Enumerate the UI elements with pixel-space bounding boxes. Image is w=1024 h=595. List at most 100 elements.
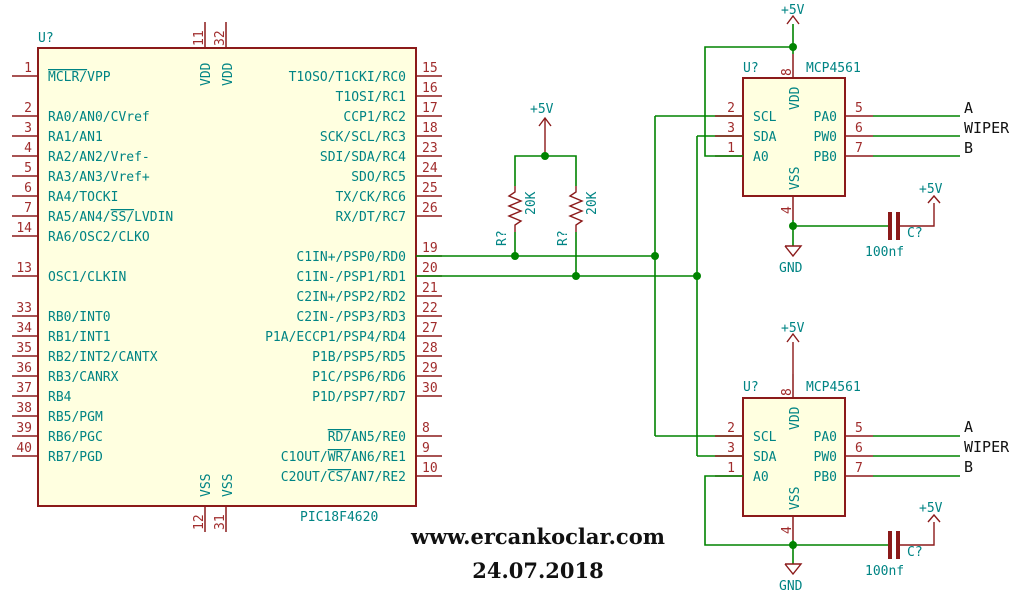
pic-pin-num-39: 39 (16, 421, 32, 436)
pot2-pin-num-5: 5 (855, 421, 863, 436)
pic-pin-name-rb7-pgd: RB7/PGD (48, 450, 103, 465)
pic-pin-num-13: 13 (16, 261, 32, 276)
pic-pin-name-c1out-wr-an6-re1: C1OUT/WR/AN6/RE1 (281, 450, 406, 465)
pot1-body (742, 77, 846, 197)
pic-pin-num-31: 31 (213, 514, 228, 530)
pic-pin-name-p1b-psp5-rd5: P1B/PSP5/RD5 (312, 350, 406, 365)
pot1-pin-num-2: 2 (727, 101, 735, 116)
pot1-cap-ref: C? (907, 226, 923, 241)
pic-pin-num-19: 19 (422, 241, 438, 256)
pic-pin-name-tx-ck-rc6: TX/CK/RC6 (336, 190, 406, 205)
pic-pin-num-35: 35 (16, 341, 32, 356)
pic-pin-name-rd-an5-re0: RD/AN5/RE0 (328, 430, 406, 445)
pic-pin-name-sdo-rc5: SDO/RC5 (351, 170, 406, 185)
resistor-r1-value: 20K (524, 191, 539, 215)
i2c-bus-wires (416, 115, 743, 457)
pot2-pin-name-sda: SDA (753, 450, 777, 465)
pic-vss-pins: 12 31 VSS VSS (192, 474, 236, 532)
pic-pin-num-6: 6 (24, 181, 32, 196)
pic-pin-num-26: 26 (422, 201, 438, 216)
pic-pin-num-16: 16 (422, 81, 438, 96)
pot1-pin-num-vss: 4 (780, 206, 795, 214)
pic-pin-num-5: 5 (24, 161, 32, 176)
pot2-pin-num-1: 1 (727, 461, 735, 476)
wire-pot2-cap (900, 522, 935, 546)
pic-pin-num-23: 23 (422, 141, 438, 156)
pic-pin-name-c2in-psp3-rd3: C2IN-/PSP3/RD3 (296, 310, 406, 325)
pot2-gnd-label: GND (779, 579, 803, 594)
pot2-pin-num-2: 2 (727, 421, 735, 436)
pot2-cap-ref: C? (907, 545, 923, 560)
pic-pin-num-14: 14 (16, 221, 32, 236)
pic-pin-name-c1in-psp1-rd1: C1IN-/PSP1/RD1 (296, 270, 406, 285)
pic-pin-name-rb1-int1: RB1/INT1 (48, 330, 111, 345)
pot2-pin-name-pa0: PA0 (814, 430, 837, 445)
pic-pin-name-ra1-an1: RA1/AN1 (48, 130, 103, 145)
pic-pin-num-8: 8 (422, 421, 430, 436)
pot2-out-a: A (964, 418, 973, 436)
pic-pin-name-ra4-tocki: RA4/TOCKI (48, 190, 118, 205)
pot1-out-wiper: WIPER (964, 119, 1010, 137)
pot2-part-label: MCP4561 (806, 380, 861, 395)
pot1-cap-supply-arrow (927, 194, 941, 204)
pic-pin-name-p1a-eccp1-psp4-rd4: P1A/ECCP1/PSP4/RD4 (265, 330, 406, 345)
pot1-cap-value: 100nf (865, 245, 904, 260)
pullup-supply-label: +5V (530, 102, 554, 117)
pot1-ref-label: U? (743, 61, 759, 76)
pic-pin-name-rb6-pgc: RB6/PGC (48, 430, 103, 445)
pic-pin-num-32: 32 (213, 30, 228, 46)
junction-sda (693, 272, 701, 280)
pic-pin-num-15: 15 (422, 61, 438, 76)
pot2-out-b: B (964, 458, 973, 476)
pic-pin-name-vdd-2: VDD (221, 62, 236, 86)
pic-pin-name-rx-dt-rc7: RX/DT/RC7 (336, 210, 406, 225)
pic-left-pins: 1MCLR/VPP2RA0/AN0/CVref3RA1/AN14RA2/AN2/… (12, 61, 173, 465)
pot1-out-b: B (964, 139, 973, 157)
pic-pin-name-rb3-canrx: RB3/CANRX (48, 370, 119, 385)
pic-pin-name-rb5-pgm: RB5/PGM (48, 410, 103, 425)
watermark-site: www.ercankoclar.com (410, 524, 665, 549)
pot1-out-a: A (964, 99, 973, 117)
resistor-r2-ref: R? (556, 230, 571, 246)
pot1-pin-name-a0: A0 (753, 150, 769, 165)
pot1-pin-num-1: 1 (727, 141, 735, 156)
pic-pin-num-29: 29 (422, 361, 438, 376)
pic-pin-name-ccp1-rc2: CCP1/RC2 (343, 110, 406, 125)
pot2-body (742, 397, 846, 517)
pot2-pin-name-a0: A0 (753, 470, 769, 485)
pot1-pin-name-pb0: PB0 (814, 150, 837, 165)
pot1-supply-arrow (786, 14, 800, 25)
pic-pin-name-ra6-osc2-clko: RA6/OSC2/CLKO (48, 230, 150, 245)
pic-pin-num-7: 7 (24, 201, 32, 216)
pic-pin-name-c2out-cs-an7-re2: C2OUT/CS/AN7/RE2 (281, 470, 406, 485)
pic-pin-num-24: 24 (422, 161, 438, 176)
pic-pin-name-sdi-sda-rc4: SDI/SDA/RC4 (320, 150, 406, 165)
pic-pin-num-33: 33 (16, 301, 32, 316)
pot1-pin-name-pa0: PA0 (814, 110, 837, 125)
wire-pot1-cap (900, 203, 935, 227)
pic-pin-num-38: 38 (16, 401, 32, 416)
pic-pin-num-25: 25 (422, 181, 438, 196)
pot1-gnd-symbol (784, 245, 803, 258)
pic-pin-num-4: 4 (24, 141, 32, 156)
pic-pin-num-22: 22 (422, 301, 438, 316)
pic-pin-name-c2in-psp2-rd2: C2IN+/PSP2/RD2 (296, 290, 406, 305)
pot2-pin-name-vdd: VDD (788, 406, 803, 430)
pic-pin-num-11: 11 (192, 30, 207, 46)
pullup-supply-arrow (538, 116, 552, 127)
pic-pin-name-ra5-an4-ss-lvdin: RA5/AN4/SS/LVDIN (48, 210, 173, 225)
pot2-pin-name-pw0: PW0 (814, 450, 837, 465)
pot2-pin-num-vdd: 8 (780, 388, 795, 396)
pot2-cap-value: 100nf (865, 564, 904, 579)
pot1-pin-num-7: 7 (855, 141, 863, 156)
pic-pin-num-3: 3 (24, 121, 32, 136)
pot1-cap-supply-label: +5V (919, 182, 943, 197)
pot2-supply-arrow (786, 332, 800, 343)
pic-pin-num-20: 20 (422, 261, 438, 276)
pot2-ref-label: U? (743, 380, 759, 395)
wire-pullup-top (514, 155, 577, 186)
